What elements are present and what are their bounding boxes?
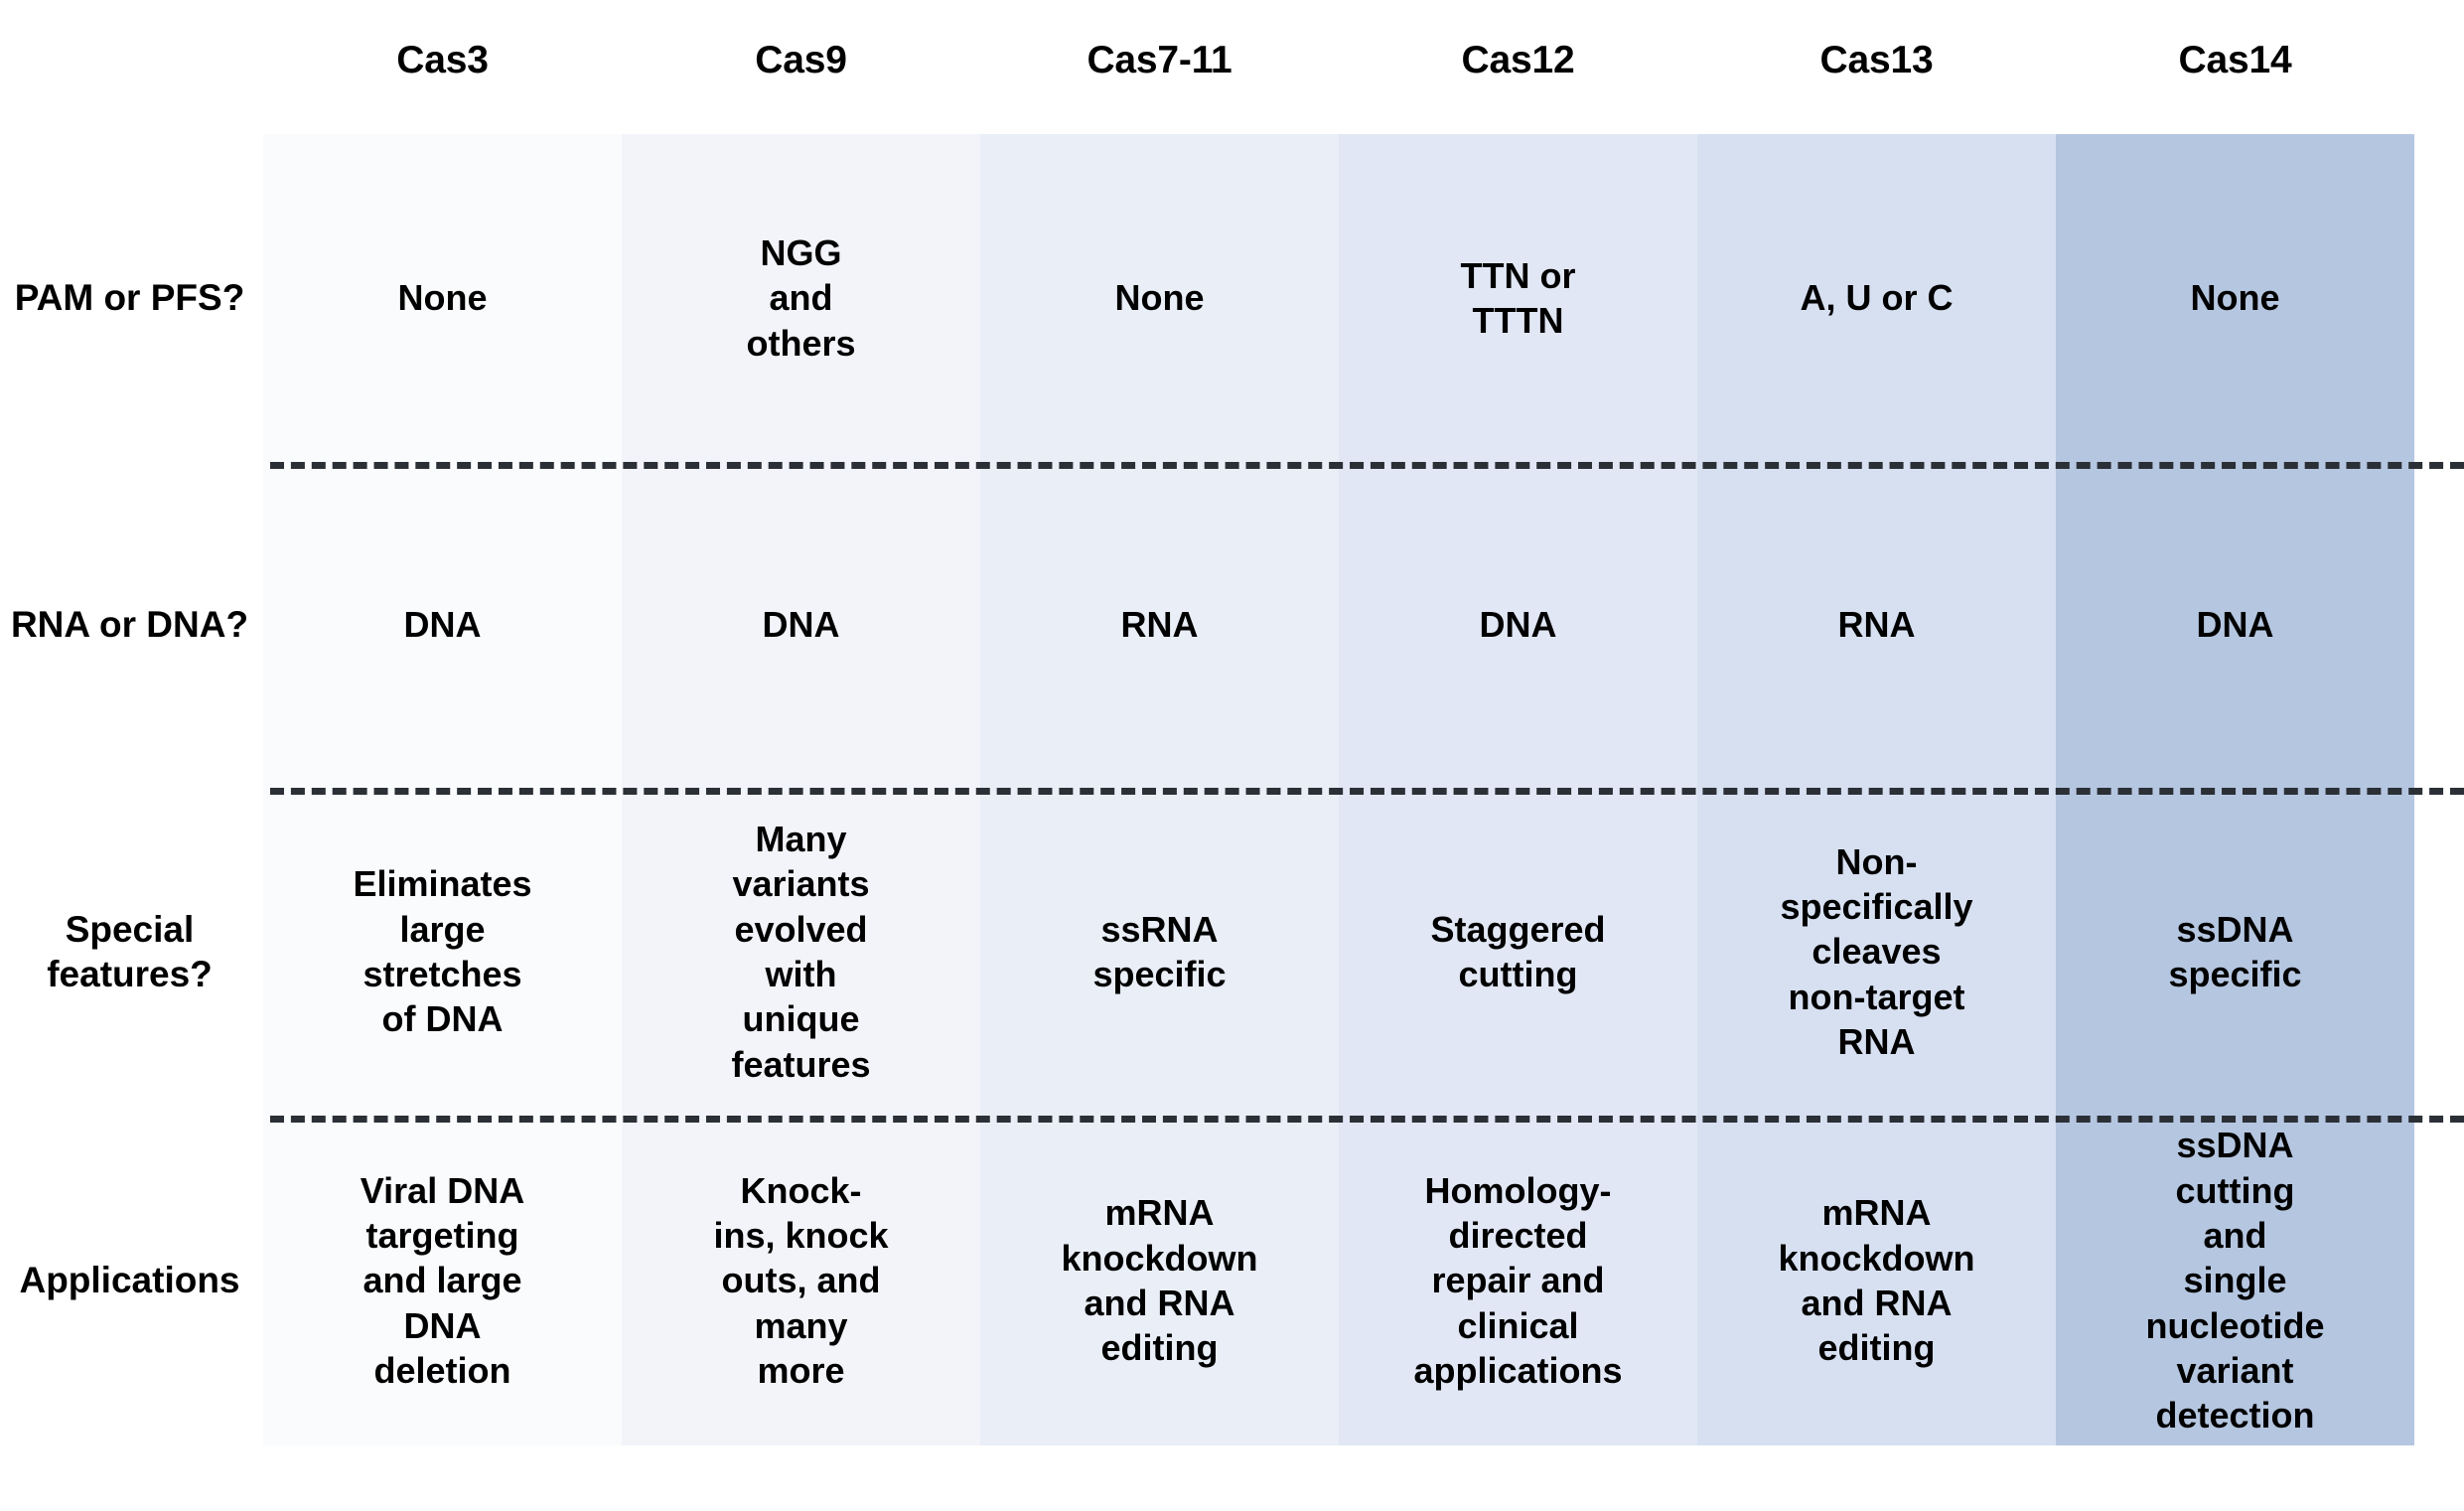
table-cell: Many variants evolved with unique featur… [731, 818, 871, 1085]
row-label-rna-or-dna: RNA or DNA? [10, 604, 249, 646]
table-cell: Non- specifically cleaves non-target RNA [1780, 840, 1973, 1063]
table-cell: Eliminates large stretches of DNA [353, 863, 532, 1040]
table-cell: mRNA knockdown and RNA editing [1061, 1192, 1258, 1369]
row-label-special-features: Special features? [47, 908, 213, 994]
column-header-cas3: Cas3 [396, 38, 489, 81]
row-separator-3 [270, 1116, 2464, 1123]
table-cell: RNA [1837, 604, 1916, 646]
table-cell: Knock- ins, knock outs, and many more [713, 1169, 889, 1392]
table-cell: DNA [762, 604, 840, 646]
table-cell: Viral DNA targeting and large DNA deleti… [360, 1169, 525, 1392]
column-header-cas12: Cas12 [1461, 38, 1575, 81]
table-corner-cell [0, 0, 263, 134]
column-header-cas9: Cas9 [755, 38, 847, 81]
table-cell: ssRNA specific [1092, 908, 1227, 994]
table-cell: None [1114, 277, 1205, 319]
table-cell: None [397, 277, 488, 319]
row-separator-1 [270, 462, 2464, 469]
table-cell: ssDNA cutting and single nucleotide vari… [2145, 1125, 2325, 1436]
row-label-pam-or-pfs: PAM or PFS? [14, 277, 245, 319]
column-header-cas13: Cas13 [1819, 38, 1934, 81]
table-cell: ssDNA specific [2168, 908, 2302, 994]
column-header-cas7-11: Cas7-11 [1087, 38, 1232, 81]
table-cell: mRNA knockdown and RNA editing [1778, 1192, 1975, 1369]
row-separator-2 [270, 788, 2464, 795]
table-cell: RNA [1120, 604, 1199, 646]
table-cell: NGG and others [746, 231, 856, 364]
table-cell: Staggered cutting [1430, 908, 1606, 994]
table-cell: A, U or C [1800, 277, 1954, 319]
table-cell: DNA [1479, 604, 1557, 646]
table-cell: DNA [403, 604, 482, 646]
table-cell: TTN or TTTN [1460, 254, 1576, 341]
row-label-applications: Applications [19, 1260, 240, 1301]
table-cell: Homology- directed repair and clinical a… [1413, 1169, 1623, 1392]
table-cell: None [2190, 277, 2280, 319]
table-cell: DNA [2196, 604, 2274, 646]
column-header-cas14: Cas14 [2178, 38, 2292, 81]
